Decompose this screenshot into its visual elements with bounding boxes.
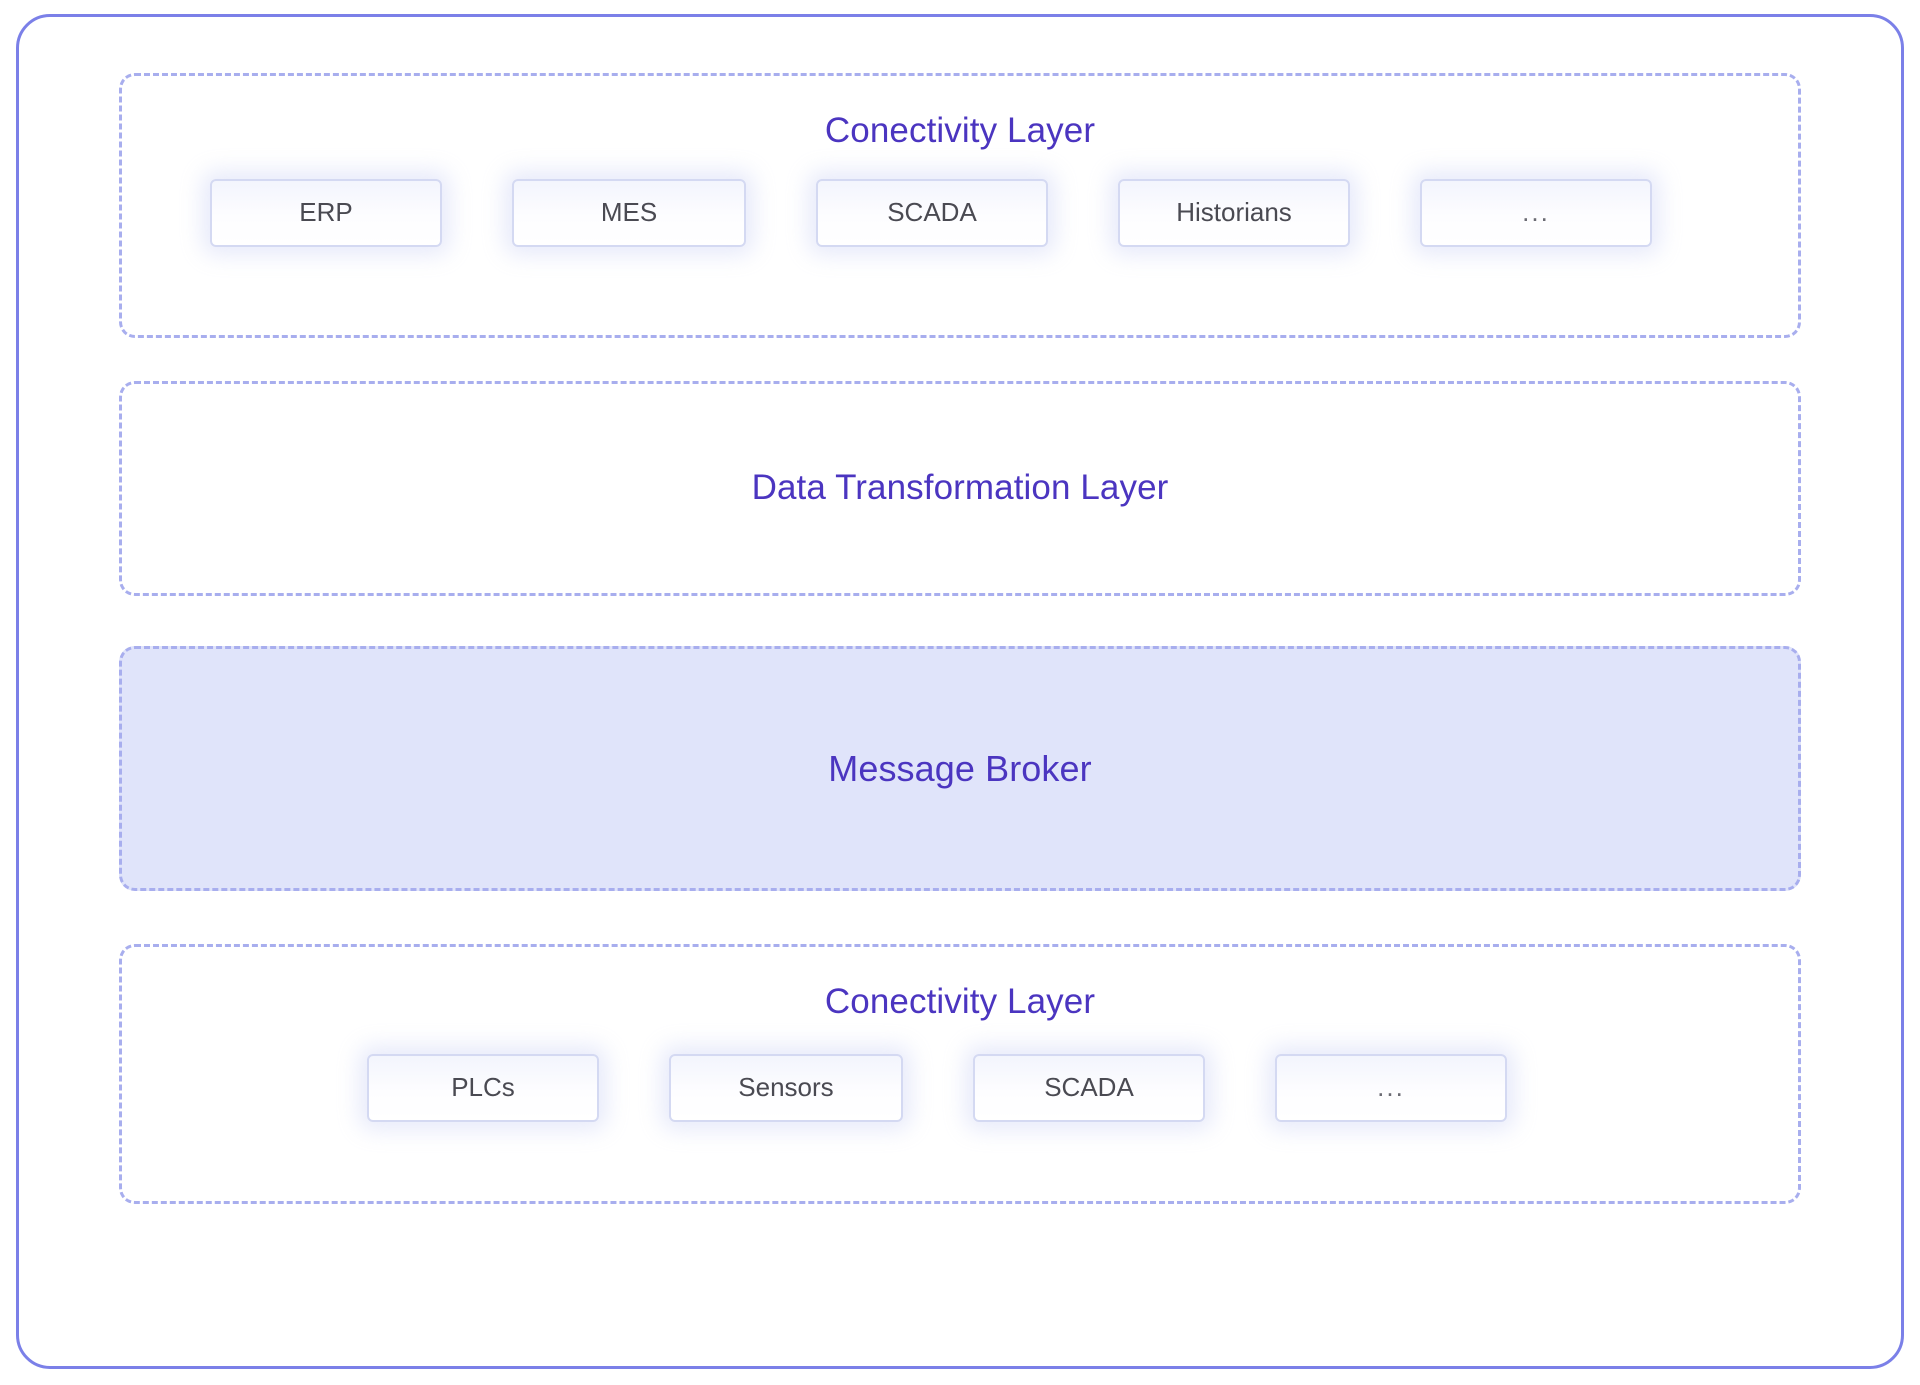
layer-message-broker: Message Broker bbox=[119, 646, 1801, 891]
node-row-top: ERP MES SCADA Historians ... bbox=[122, 178, 1798, 247]
node-plcs[interactable]: PLCs bbox=[367, 1053, 599, 1122]
layer-title-connectivity-bottom: Conectivity Layer bbox=[824, 982, 1096, 1021]
node-more-top[interactable]: ... bbox=[1420, 178, 1652, 247]
diagram-outer-frame: Conectivity Layer ERP MES SCADA Historia… bbox=[16, 14, 1904, 1369]
layer-title-data-transformation: Data Transformation Layer bbox=[751, 468, 1169, 508]
node-sensors[interactable]: Sensors bbox=[669, 1053, 903, 1122]
node-more-bottom[interactable]: ... bbox=[1275, 1053, 1507, 1122]
layer-connectivity-top: Conectivity Layer ERP MES SCADA Historia… bbox=[119, 73, 1801, 338]
node-historians[interactable]: Historians bbox=[1118, 178, 1350, 247]
layer-title-message-broker: Message Broker bbox=[828, 747, 1092, 789]
node-scada-top[interactable]: SCADA bbox=[816, 178, 1048, 247]
node-scada-bottom[interactable]: SCADA bbox=[973, 1053, 1205, 1122]
node-erp[interactable]: ERP bbox=[210, 178, 442, 247]
layer-data-transformation: Data Transformation Layer bbox=[119, 381, 1801, 596]
layer-title-connectivity-top: Conectivity Layer bbox=[824, 111, 1096, 150]
node-row-bottom: PLCs Sensors SCADA ... bbox=[122, 1053, 1798, 1122]
layer-connectivity-bottom: Conectivity Layer PLCs Sensors SCADA ... bbox=[119, 944, 1801, 1204]
node-mes[interactable]: MES bbox=[512, 178, 746, 247]
